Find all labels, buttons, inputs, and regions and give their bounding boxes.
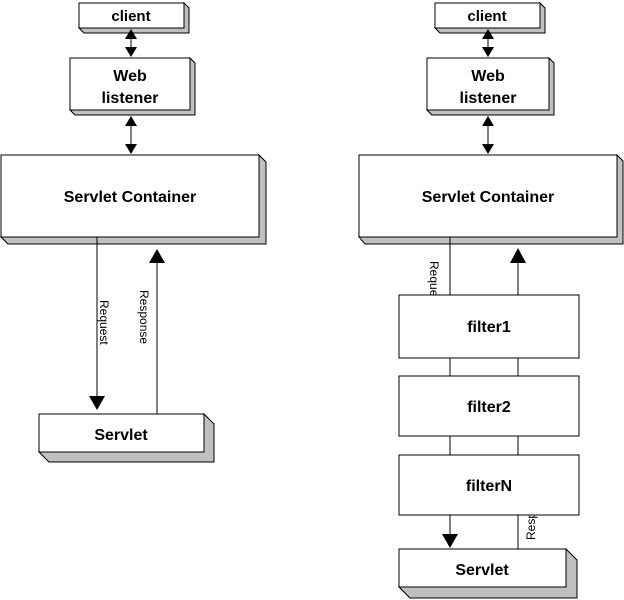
left-servlet-container-label: Servlet Container	[64, 189, 196, 206]
left-servlet-box-face	[38, 413, 205, 453]
right-arrow2-down-arrowhead	[482, 144, 494, 154]
left-client-weblistener-arrow	[125, 29, 137, 57]
left-arrow2-down-arrowhead	[125, 144, 137, 154]
right-client-label: client	[467, 8, 506, 25]
right-servlet-box-face	[398, 548, 567, 588]
right-web-listener-label-line2: listener	[460, 90, 517, 107]
left-arrow1-down-arrowhead	[125, 47, 137, 57]
right-arrow2-up-arrowhead	[482, 116, 494, 126]
left-response-flow: Response	[137, 249, 165, 414]
right-diagram: client Web listener Servlet Container	[357, 1, 624, 599]
right-client-box: client	[433, 1, 546, 34]
right-filterN-label: filterN	[466, 478, 512, 495]
left-servlet-label: Servlet	[94, 427, 148, 444]
left-client-box-face	[78, 2, 185, 29]
right-filter2-box-face	[398, 375, 580, 437]
left-web-listener-label-line1: Web	[113, 68, 147, 85]
right-filter1-box-face	[398, 294, 580, 359]
right-web-listener-label-line1: Web	[471, 68, 505, 85]
right-response-arrowhead	[510, 248, 526, 263]
left-request-flow: Request	[89, 237, 111, 410]
left-response-label: Response	[137, 290, 151, 344]
right-servlet-label: Servlet	[455, 562, 509, 579]
left-weblistener-container-arrow	[125, 116, 137, 154]
right-client-weblistener-arrow	[482, 29, 494, 57]
left-web-listener-label-line2: listener	[102, 90, 159, 107]
right-filterN-label-box-face	[398, 454, 580, 516]
left-response-arrowhead	[149, 249, 165, 263]
right-web-listener-box: Web listener	[425, 56, 555, 116]
left-client-box: client	[77, 1, 190, 34]
right-servlet-container-box: Servlet Container	[357, 153, 624, 245]
right-filter1-label: filter1	[467, 319, 511, 336]
right-arrow1-up-arrowhead	[482, 29, 494, 39]
left-servlet-container-box-face	[0, 154, 260, 238]
right-filter2-label: filter2	[467, 399, 511, 416]
right-weblistener-container-arrow	[482, 116, 494, 154]
left-arrow1-up-arrowhead	[125, 29, 137, 39]
left-servlet-container-box: Servlet Container	[0, 153, 267, 245]
right-servlet-container-box-face	[358, 154, 618, 238]
left-request-label: Request	[97, 300, 111, 345]
right-servlet-box: Servlet	[397, 547, 578, 599]
left-web-listener-box: Web listener	[68, 56, 196, 116]
left-client-label: client	[111, 8, 150, 25]
right-servlet-container-label: Servlet Container	[422, 189, 554, 206]
right-filterN-box: filterN	[398, 454, 580, 516]
right-filter2-box: filter2	[398, 375, 580, 437]
left-servlet-box: Servlet	[37, 412, 215, 463]
left-arrow2-up-arrowhead	[125, 116, 137, 126]
left-web-listener-box-face	[69, 57, 191, 111]
left-request-arrowhead	[89, 396, 105, 410]
right-arrow1-down-arrowhead	[482, 47, 494, 57]
right-filter1-box: filter1	[398, 294, 580, 359]
left-diagram: client Web listener Servlet Container	[0, 1, 267, 463]
right-request-arrowhead	[442, 534, 458, 548]
right-client-box-face	[434, 2, 541, 29]
right-web-listener-box-face	[426, 57, 550, 111]
